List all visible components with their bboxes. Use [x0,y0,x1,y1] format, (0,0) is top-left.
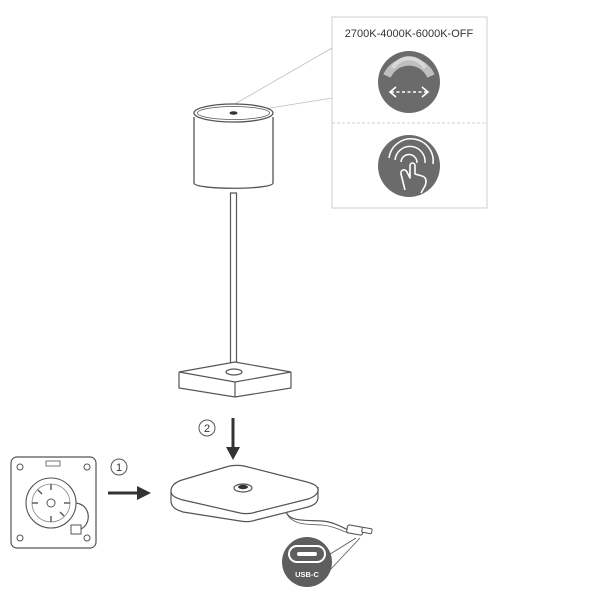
right-arrow-icon [108,486,151,500]
touch-dimming-icon [378,135,440,197]
color-sequence-label: 2700K-4000K-6000K-OFF [345,28,474,40]
down-arrow-icon [226,418,240,460]
callout-leader-lines [232,47,333,111]
lamp-head [193,103,274,189]
step-1-marker: 1 [110,458,128,476]
callout-panel: 2700K-4000K-6000K-OFF [331,16,488,209]
lamp-base [178,361,292,398]
charging-pad [170,464,319,523]
usb-c-label: USB-C [295,570,319,579]
usb-cable [285,511,373,536]
step-1-number: 1 [116,462,122,474]
charging-base-underside [10,456,97,549]
usb-c-port-icon: USB-C [282,537,332,587]
step-2-number: 2 [204,423,210,435]
color-temperature-cycle-icon [378,51,440,113]
port-pointer-lines [326,537,361,571]
lamp-stem [229,192,238,372]
step-2-marker: 2 [198,419,216,437]
